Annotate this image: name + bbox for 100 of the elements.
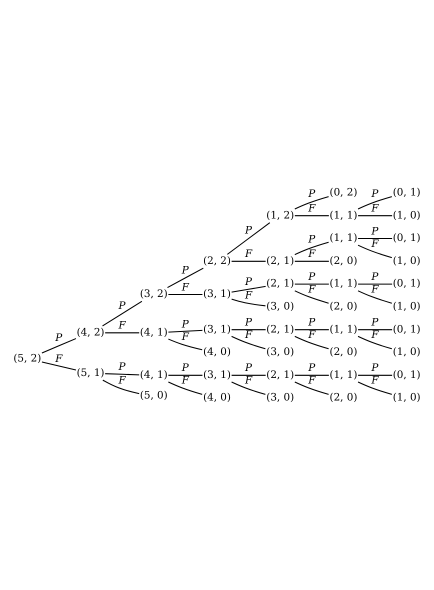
edge-label: F bbox=[244, 328, 252, 340]
connector bbox=[358, 196, 392, 209]
connector bbox=[42, 360, 76, 370]
edge-label: P bbox=[244, 224, 252, 236]
connector bbox=[168, 338, 202, 350]
node-text: (1, 1) bbox=[330, 232, 358, 244]
connector bbox=[294, 214, 329, 216]
connector bbox=[294, 374, 329, 376]
node-text: (2, 0) bbox=[330, 254, 358, 266]
node-text: (3, 0) bbox=[266, 346, 294, 358]
connector bbox=[105, 332, 140, 333]
connector bbox=[168, 381, 202, 394]
node-text: (1, 1) bbox=[330, 368, 358, 380]
edge-label: F bbox=[308, 374, 316, 386]
node-text: (4, 2) bbox=[76, 326, 104, 338]
node-text: (1, 2) bbox=[266, 208, 294, 221]
node-text: (3, 0) bbox=[266, 391, 294, 404]
connector bbox=[358, 381, 392, 394]
connector bbox=[358, 328, 392, 330]
node-text: (4, 1) bbox=[140, 368, 168, 380]
node-text: (5, 0) bbox=[140, 389, 168, 402]
connector bbox=[358, 214, 392, 216]
node-text: (2, 1) bbox=[266, 368, 294, 380]
connector bbox=[42, 338, 76, 353]
node-text: (3, 0) bbox=[266, 300, 294, 312]
connector bbox=[168, 374, 202, 376]
edge-label: P bbox=[244, 362, 252, 374]
edge-label: P bbox=[118, 299, 126, 312]
connector bbox=[294, 381, 329, 394]
node-text: (2, 0) bbox=[330, 346, 358, 358]
edge-label: P bbox=[308, 188, 316, 200]
node-text: (1, 0) bbox=[392, 208, 421, 221]
node-text: (1, 0) bbox=[392, 254, 421, 266]
connector bbox=[232, 328, 266, 330]
connector bbox=[102, 379, 140, 394]
connector bbox=[231, 335, 266, 349]
edge-label: F bbox=[308, 248, 316, 260]
edge-label: F bbox=[371, 374, 379, 386]
edge-label: F bbox=[118, 319, 126, 332]
node-text: (3, 1) bbox=[203, 322, 231, 335]
connector bbox=[294, 241, 329, 255]
connector bbox=[294, 328, 329, 330]
connector bbox=[358, 244, 392, 258]
edge-label: F bbox=[244, 289, 252, 302]
edge-label: F bbox=[244, 248, 252, 260]
edge-label: F bbox=[371, 282, 379, 295]
connector bbox=[168, 293, 202, 294]
node-text: (1, 0) bbox=[392, 300, 421, 312]
node-text: (1, 0) bbox=[392, 391, 421, 404]
edge-label: P bbox=[371, 188, 378, 200]
connector bbox=[168, 329, 202, 332]
node-text: (0, 1) bbox=[392, 277, 421, 290]
edge-label: F bbox=[182, 330, 189, 343]
edge-label: P bbox=[308, 270, 316, 282]
node-text: (3, 2) bbox=[140, 288, 168, 300]
edge-label: P bbox=[371, 270, 378, 282]
node-text: (1, 1) bbox=[330, 277, 358, 290]
connector bbox=[294, 196, 329, 209]
edge-label: P bbox=[244, 316, 252, 328]
edge-label: F bbox=[371, 328, 379, 340]
node-text: (3, 1) bbox=[203, 368, 231, 380]
node-text: (0, 1) bbox=[392, 186, 421, 198]
node-text: (2, 0) bbox=[330, 391, 358, 404]
connector bbox=[231, 298, 266, 306]
edge-label: F bbox=[118, 374, 126, 386]
node-text: (4, 0) bbox=[203, 391, 231, 404]
edge-label: F bbox=[371, 237, 379, 250]
edge-label: F bbox=[244, 374, 252, 386]
connector bbox=[105, 372, 140, 375]
node-text: (0, 1) bbox=[392, 368, 421, 380]
edge-label: P bbox=[308, 233, 316, 246]
edge-label: P bbox=[308, 362, 316, 374]
connector bbox=[294, 260, 329, 262]
node-text: (2, 2) bbox=[203, 254, 231, 266]
connector bbox=[232, 260, 266, 262]
connector bbox=[227, 222, 270, 254]
node-text: (1, 1) bbox=[330, 208, 358, 221]
edge-label: P bbox=[182, 264, 189, 276]
node-text: (5, 1) bbox=[76, 366, 104, 378]
node-text: (0, 1) bbox=[392, 232, 421, 244]
node-text: (1, 1) bbox=[330, 322, 358, 335]
node-text: (2, 1) bbox=[266, 254, 294, 266]
edge-label: P bbox=[55, 332, 62, 344]
node-text: (2, 1) bbox=[266, 322, 294, 335]
node-text: (1, 0) bbox=[392, 346, 421, 358]
connector bbox=[358, 237, 392, 238]
connector bbox=[358, 290, 392, 304]
node-text: (2, 0) bbox=[330, 300, 358, 312]
edge-label: F bbox=[308, 328, 316, 340]
edge-label: F bbox=[308, 282, 316, 295]
connector bbox=[294, 283, 329, 284]
connector bbox=[358, 335, 392, 349]
edge-label: F bbox=[182, 374, 189, 386]
edge-label: P bbox=[118, 360, 126, 373]
edge-label: F bbox=[182, 280, 189, 293]
edge-label: P bbox=[182, 362, 189, 374]
connector bbox=[232, 374, 266, 376]
connector bbox=[231, 381, 266, 394]
connector bbox=[232, 285, 266, 292]
edge-label: F bbox=[308, 202, 316, 214]
